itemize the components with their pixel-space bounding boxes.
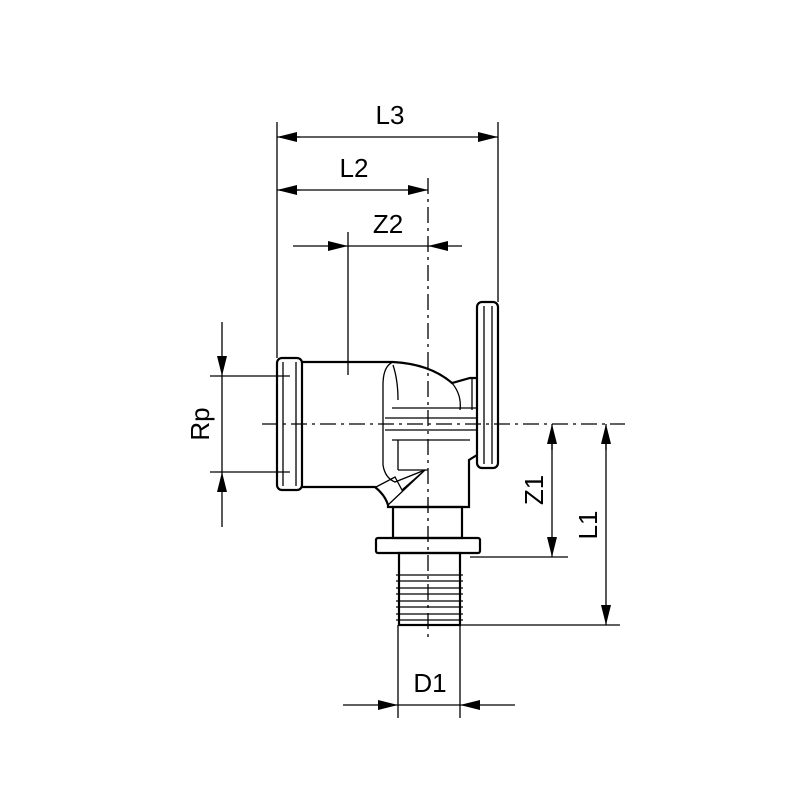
dimension-label-d1: D1 xyxy=(413,668,446,698)
dimension-label-rp: Rp xyxy=(185,407,215,440)
dimension-label-l2: L2 xyxy=(340,153,369,183)
dimension-label-l3: L3 xyxy=(376,100,405,130)
dimension-label-z2: Z2 xyxy=(373,209,403,239)
dimension-label-z1: Z1 xyxy=(519,475,549,505)
fitting-body xyxy=(275,300,500,627)
extension-lines xyxy=(210,122,620,718)
dimension-label-l1: L1 xyxy=(573,511,603,540)
dimension-lines xyxy=(217,132,611,710)
